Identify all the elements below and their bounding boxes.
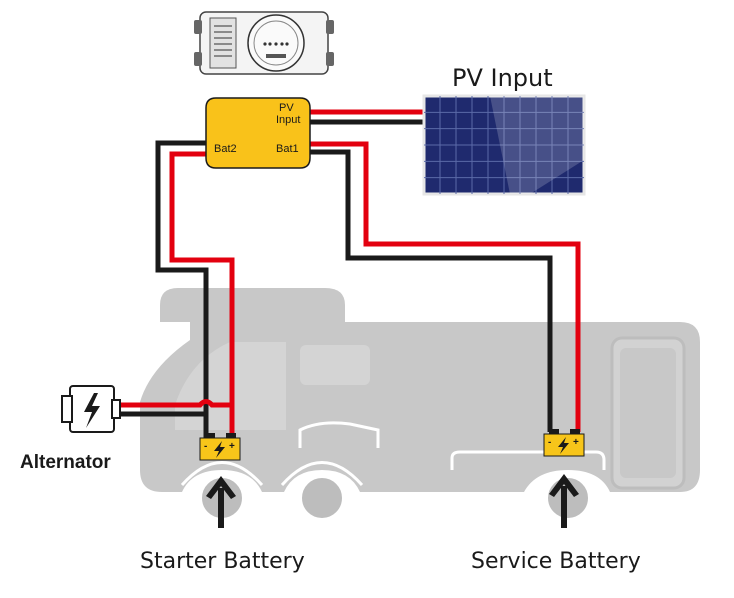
wire-bat2-positive (169, 151, 235, 438)
svg-text:+: + (573, 437, 579, 448)
starter-battery-label: Starter Battery (140, 549, 305, 574)
service-arrow-icon (549, 474, 579, 528)
rv-wheels (198, 474, 592, 522)
solar-panel (422, 94, 586, 196)
wire-bat1-negative (310, 149, 553, 432)
wire-bat2-negative (155, 140, 209, 438)
starter-arrow-icon (206, 476, 236, 528)
pv-input-title: PV Input (452, 64, 553, 92)
rv-arches (180, 421, 606, 486)
rv-windows (175, 336, 686, 490)
pv-port-label-line1: PV (279, 102, 294, 114)
pv-port-label-line2: Input (276, 114, 300, 126)
svg-text:-: - (204, 441, 207, 452)
charge-controller: PV Input Bat2 Bat1 (205, 97, 311, 169)
lightning-icon (84, 393, 100, 428)
service-battery-icon: - + (543, 429, 585, 457)
battery-bolt-icon (214, 441, 225, 458)
bat1-port-label: Bat1 (276, 143, 299, 155)
starter-battery-icon: - + (199, 433, 241, 461)
bat2-port-label: Bat2 (214, 143, 237, 155)
wire-alternator-positive (116, 399, 232, 408)
wires (116, 109, 581, 438)
wire-bat1-positive (310, 141, 581, 432)
alternator-icon (61, 385, 121, 433)
controller-device-image (194, 11, 334, 75)
svg-text:-: - (548, 437, 551, 448)
battery-bolt-icon (558, 437, 569, 454)
service-battery-label: Service Battery (471, 549, 641, 574)
svg-text:+: + (229, 441, 235, 452)
alternator-label: Alternator (20, 452, 111, 473)
